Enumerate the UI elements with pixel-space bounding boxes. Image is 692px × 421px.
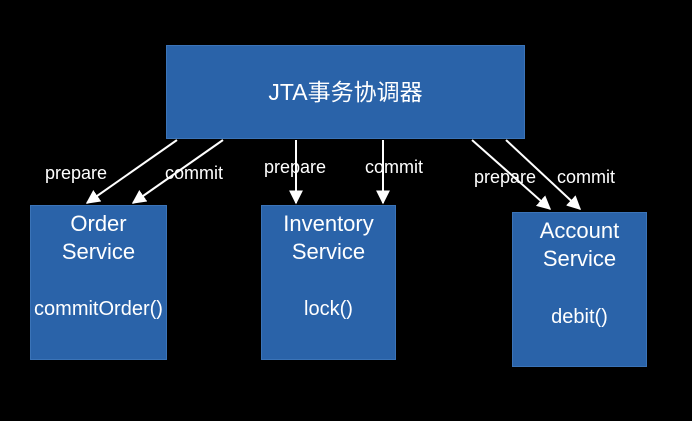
- order-service-box: Order Service commitOrder(): [30, 205, 167, 360]
- coordinator-box: JTA事务协调器: [166, 45, 525, 139]
- order-service-title-line1: Order: [70, 211, 127, 236]
- edge-label-commit-account: commit: [557, 167, 615, 187]
- edge-label-prepare-inventory: prepare: [264, 157, 327, 177]
- arrow-commit-account: [505, 139, 582, 210]
- edge-label-commit-inventory: commit: [365, 157, 423, 177]
- arrow-prepare-order: [85, 139, 178, 204]
- edge-label-commit-order: commit: [165, 163, 223, 183]
- inventory-service-title-line1: Inventory: [283, 211, 374, 236]
- inventory-service-title-line2: Service: [291, 239, 366, 264]
- account-service-box: Account Service debit(): [512, 212, 647, 367]
- arrow-prepare-account: [471, 139, 552, 210]
- edge-label-prepare-account: prepare: [474, 167, 537, 187]
- account-service-title-line1: Account: [539, 218, 620, 243]
- coordinator-title: JTA事务协调器: [268, 79, 423, 105]
- account-service-method: debit(): [551, 306, 608, 328]
- order-service-method: commitOrder(): [34, 298, 163, 320]
- inventory-service-method: lock(): [304, 298, 353, 320]
- arrow-commit-order: [131, 139, 224, 204]
- inventory-service-box: Inventory Service lock(): [261, 205, 396, 360]
- order-service-title-line2: Service: [61, 239, 136, 264]
- edge-label-prepare-order: prepare: [45, 163, 108, 183]
- account-service-title-line2: Service: [542, 246, 617, 271]
